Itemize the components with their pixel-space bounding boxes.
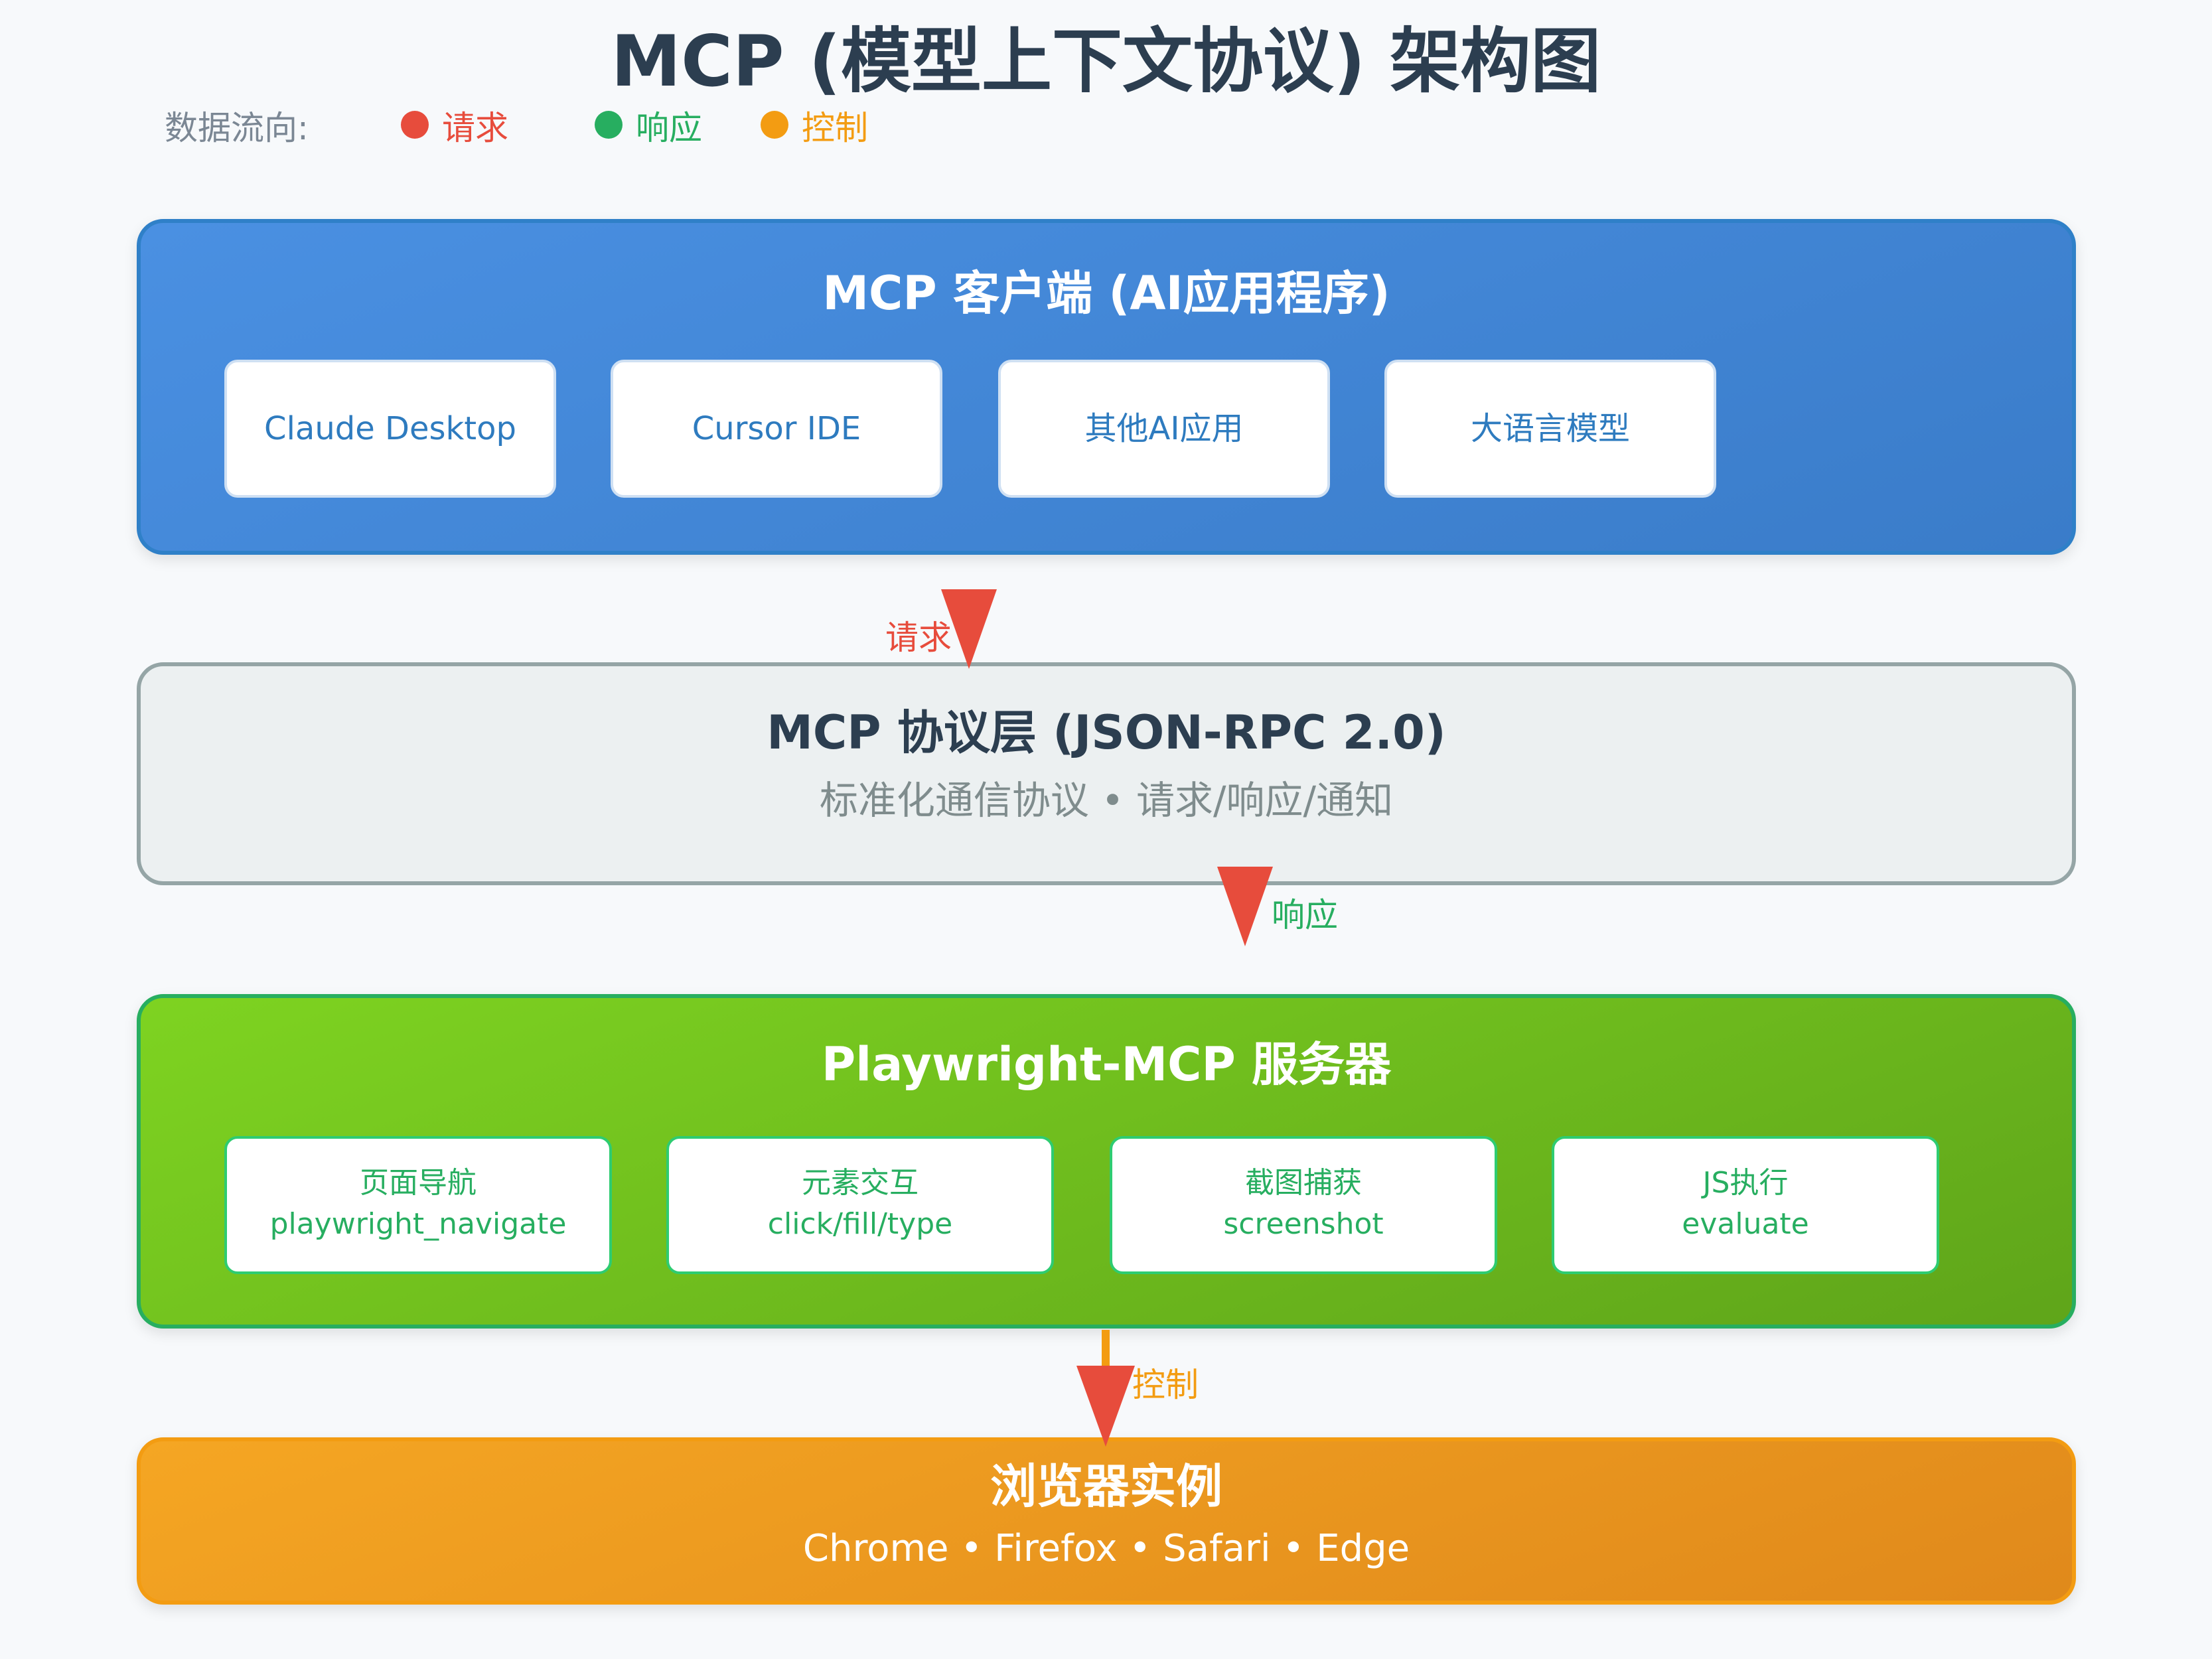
legend-response-dot xyxy=(595,111,623,139)
protocol-layer-subtitle: 标准化通信协议 • 请求/响应/通知 xyxy=(819,778,1394,823)
page-title: MCP (模型上下文协议) 架构图 xyxy=(611,21,1601,102)
tool-card-screenshot: 截图捕获 screenshot xyxy=(1110,1136,1497,1274)
control-arrow-label: 控制 xyxy=(1132,1366,1199,1404)
tool-command: screenshot xyxy=(1223,1207,1384,1241)
client-card-other-ai-apps: 其他AI应用 xyxy=(998,360,1330,498)
legend-label: 数据流向: xyxy=(165,109,309,147)
control-arrow xyxy=(1076,1366,1135,1447)
protocol-layer-title: MCP 协议层 (JSON-RPC 2.0) xyxy=(767,705,1446,760)
server-layer: Playwright-MCP 服务器 页面导航 playwright_navig… xyxy=(137,994,2076,1329)
browser-layer-subtitle: Chrome • Firefox • Safari • Edge xyxy=(802,1527,1410,1570)
tool-name: JS执行 xyxy=(1702,1166,1789,1200)
client-layer: MCP 客户端 (AI应用程序) Claude Desktop Cursor I… xyxy=(137,219,2076,555)
response-arrow-label: 响应 xyxy=(1272,896,1338,934)
tool-command: evaluate xyxy=(1682,1207,1809,1241)
client-card-llm: 大语言模型 xyxy=(1384,360,1716,498)
request-arrow-label: 请求 xyxy=(885,618,952,657)
tool-name: 截图捕获 xyxy=(1245,1166,1362,1200)
browser-layer: 浏览器实例 Chrome • Firefox • Safari • Edge xyxy=(137,1437,2076,1605)
legend-request-dot xyxy=(401,111,429,139)
tool-command: playwright_navigate xyxy=(269,1207,567,1241)
tool-card-navigate: 页面导航 playwright_navigate xyxy=(224,1136,612,1274)
client-layer-title: MCP 客户端 (AI应用程序) xyxy=(822,266,1390,321)
legend-control-dot xyxy=(761,111,788,139)
legend-control-label: 控制 xyxy=(802,109,868,147)
protocol-layer: MCP 协议层 (JSON-RPC 2.0) 标准化通信协议 • 请求/响应/通… xyxy=(137,662,2076,885)
server-layer-title: Playwright-MCP 服务器 xyxy=(821,1037,1392,1092)
tool-card-js-evaluate: JS执行 evaluate xyxy=(1552,1136,1939,1274)
tool-card-interact: 元素交互 click/fill/type xyxy=(666,1136,1054,1274)
browser-layer-title: 浏览器实例 xyxy=(990,1459,1222,1514)
request-arrow xyxy=(941,589,997,669)
response-arrow xyxy=(1217,867,1273,946)
client-card-claude-desktop: Claude Desktop xyxy=(224,360,556,498)
tool-command: click/fill/type xyxy=(767,1207,953,1241)
client-card-cursor-ide: Cursor IDE xyxy=(611,360,942,498)
tool-name: 页面导航 xyxy=(360,1166,477,1200)
legend-response-label: 响应 xyxy=(636,109,702,147)
tool-name: 元素交互 xyxy=(802,1166,919,1200)
legend-request-label: 请求 xyxy=(442,109,508,147)
